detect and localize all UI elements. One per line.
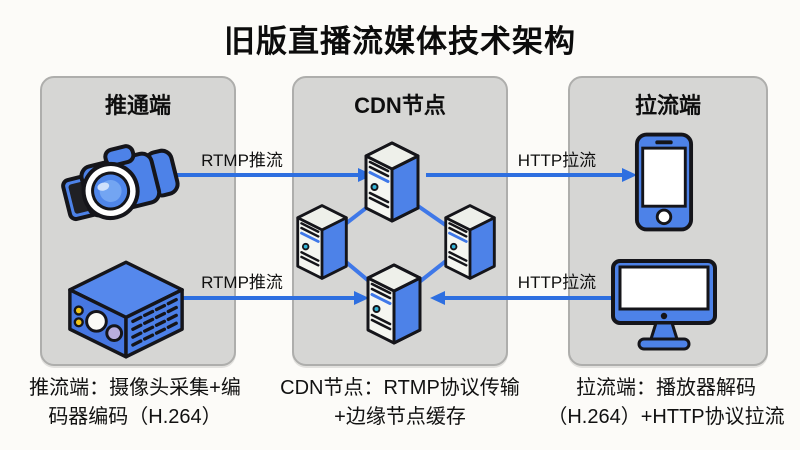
- http-pull-arrow-top: [426, 168, 637, 182]
- caption-pull-side: 拉流端：播放器解码 （H.264）+HTTP协议拉流: [534, 374, 798, 432]
- panel-cdn-header: CDN节点: [354, 93, 446, 118]
- server-icon-top: [362, 140, 422, 224]
- rtmp-push-label-top: RTMP推流: [201, 151, 283, 170]
- caption-line: 推流端：摄像头采集+编: [29, 377, 241, 399]
- video-camera-icon: [61, 144, 180, 222]
- caption-line: 拉流端：播放器解码: [576, 377, 756, 399]
- caption-line: +边缘节点缓存: [334, 406, 466, 428]
- rtmp-push-label-bottom: RTMP推流: [201, 273, 283, 292]
- caption-line: 码器编码（H.264）: [48, 406, 222, 428]
- desktop-monitor-icon: [611, 259, 717, 351]
- caption-line: CDN节点：RTMP协议传输: [280, 377, 520, 399]
- panel-pull-header: 拉流端: [634, 93, 701, 118]
- http-pull-arrow-bottom: [430, 291, 616, 305]
- encoder-box-icon: [68, 260, 184, 359]
- server-icon-right: [442, 202, 498, 282]
- smartphone-icon: [634, 132, 694, 232]
- caption-cdn-node: CDN节点：RTMP协议传输 +边缘节点缓存: [270, 374, 530, 432]
- server-icon-left: [294, 202, 350, 282]
- rtmp-push-arrow-bottom: [176, 291, 369, 305]
- page-title: 旧版直播流媒体技术架构: [224, 24, 576, 59]
- http-pull-label-top: HTTP拉流: [517, 151, 597, 170]
- caption-line: （H.264）+HTTP协议拉流: [547, 406, 785, 428]
- caption-push-side: 推流端：摄像头采集+编 码器编码（H.264）: [5, 374, 265, 432]
- http-pull-label-bottom: HTTP拉流: [517, 273, 597, 292]
- server-icon-bottom: [364, 262, 424, 346]
- panel-push-header: 推通端: [104, 93, 171, 118]
